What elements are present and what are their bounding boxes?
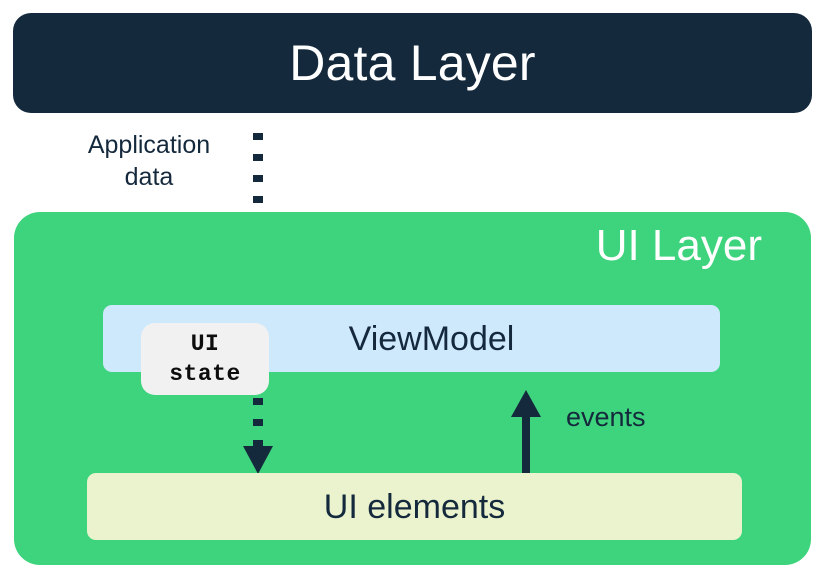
application-data-label: Application data: [56, 130, 242, 193]
data-layer-label: Data Layer: [289, 35, 536, 91]
ui-state-chip-line1: UI: [190, 330, 220, 357]
events-arrow-up: [511, 390, 541, 475]
application-data-label-line2: data: [124, 162, 174, 191]
events-label: events: [566, 402, 646, 432]
arrowhead-down-icon: [243, 446, 273, 474]
ui-state-dotted-arrow: [243, 398, 273, 474]
ui-elements-box: UI elements: [87, 473, 742, 540]
dotted-line: [253, 133, 263, 266]
ui-state-chip: UI state: [141, 323, 269, 395]
ui-state-chip-line2: state: [169, 361, 241, 387]
data-layer-box: Data Layer: [13, 13, 812, 113]
viewmodel-label: ViewModel: [348, 319, 515, 358]
dotted-line: [253, 398, 263, 446]
application-data-label-line1: Application: [87, 131, 211, 159]
ui-layer-label: UI Layer: [595, 221, 762, 270]
ui-elements-label: UI elements: [323, 487, 506, 526]
arrow-shaft: [522, 412, 530, 475]
